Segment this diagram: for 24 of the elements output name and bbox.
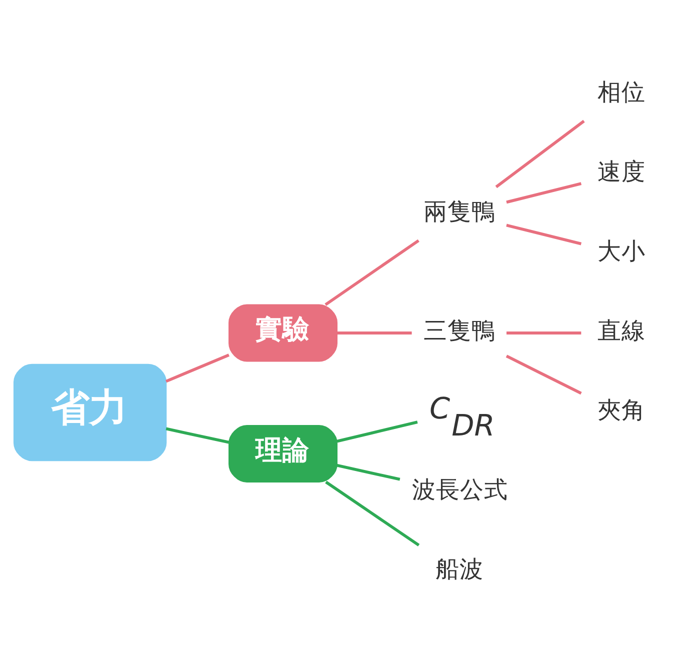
connector xyxy=(166,353,230,382)
connector xyxy=(506,331,582,334)
connector xyxy=(506,182,582,204)
connector xyxy=(324,238,420,306)
node-text: 速度 xyxy=(597,157,646,186)
connector xyxy=(336,331,412,334)
connector xyxy=(336,463,400,480)
node-box: 理論 xyxy=(228,424,338,482)
node-text: 直線 xyxy=(597,316,646,344)
connector xyxy=(506,223,582,245)
connector xyxy=(495,119,585,188)
connector xyxy=(166,426,230,444)
node-text: 波長公式 xyxy=(412,475,508,504)
node-box: 實驗 xyxy=(228,304,338,362)
connector xyxy=(336,420,418,442)
node-text: 相位 xyxy=(597,78,646,106)
connector xyxy=(506,354,582,394)
node-text: 大小 xyxy=(597,236,646,265)
connector xyxy=(325,480,420,546)
node-text: 船波 xyxy=(435,554,484,583)
node-box: 省力 xyxy=(13,363,167,461)
node-text: 三隻鴨 xyxy=(424,316,496,344)
node-text: 兩隻鴨 xyxy=(424,196,496,225)
node-text: 夾角 xyxy=(597,396,646,424)
